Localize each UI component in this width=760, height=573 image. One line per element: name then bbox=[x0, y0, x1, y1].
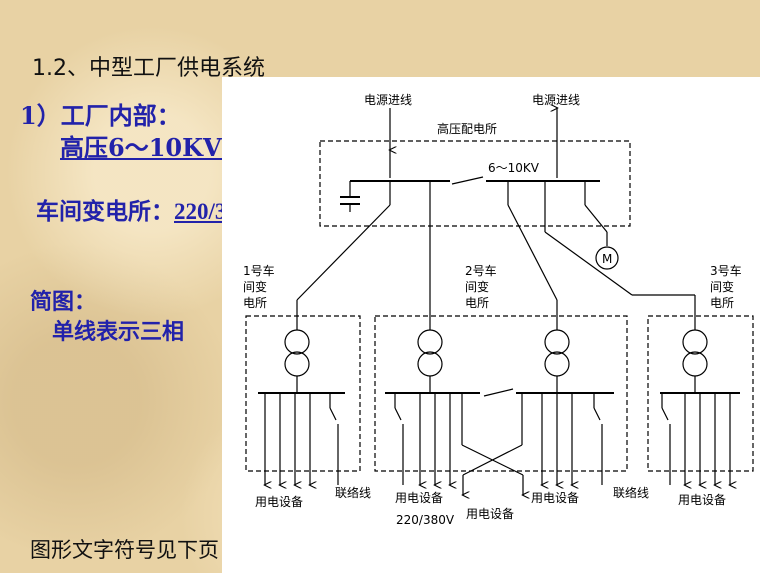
outgoing-feeders-2 bbox=[394, 393, 603, 495]
diagram-svg: 电源进线 电源进线 高压配电所 6～10KV M 1号车 间变 电所 2号车 间… bbox=[243, 93, 754, 527]
transformer-2b bbox=[544, 329, 570, 377]
equipment-label-2b: 用电设备 bbox=[466, 507, 514, 521]
hv-bus-coupler bbox=[451, 176, 484, 185]
substation-1-label-3: 电所 bbox=[243, 296, 267, 310]
slide-title: 1.2、中型工厂供电系统 bbox=[32, 56, 265, 81]
hv-substation-label: 高压配电所 bbox=[437, 121, 497, 136]
section-heading: 1）工厂内部： bbox=[20, 101, 181, 130]
motor-circle bbox=[595, 246, 619, 270]
equipment-label-3: 用电设备 bbox=[678, 493, 726, 507]
source-label-left: 电源进线 bbox=[364, 93, 412, 107]
motor-label: M bbox=[602, 252, 612, 266]
substation-2-box bbox=[374, 315, 628, 472]
brief-diagram-label: 简图： bbox=[30, 289, 97, 315]
bus-voltage-label: 6～10KV bbox=[488, 161, 540, 175]
source-label-right: 电源进线 bbox=[532, 93, 580, 107]
footer-note: 图形文字符号见下页 bbox=[30, 538, 219, 562]
equipment-label-2a: 用电设备 bbox=[395, 491, 443, 505]
transformer-2a bbox=[417, 329, 443, 377]
transformer-1 bbox=[284, 329, 310, 377]
power-system-diagram: 电源进线 电源进线 高压配电所 6～10KV M 1号车 间变 电所 2号车 间… bbox=[222, 77, 760, 573]
tie-line-label-left: 联络线 bbox=[335, 485, 371, 500]
substation-label: 车间变电所： bbox=[36, 198, 174, 225]
outgoing-feeders-3 bbox=[661, 393, 730, 485]
substation-2-label-3: 电所 bbox=[465, 296, 489, 310]
low-voltage-label: 220/380V bbox=[396, 513, 455, 527]
substation-1-label-1: 1号车 bbox=[243, 263, 275, 278]
hv-substation-box bbox=[319, 140, 631, 227]
substation-1-label-2: 间变 bbox=[243, 279, 267, 294]
equipment-label-2c: 用电设备 bbox=[531, 491, 579, 505]
substation-3-label-3: 电所 bbox=[710, 296, 734, 310]
transformer-3 bbox=[682, 329, 708, 377]
equipment-label-1: 用电设备 bbox=[255, 495, 303, 509]
substation-2-label-2: 间变 bbox=[465, 279, 489, 294]
substation-3-label-2: 间变 bbox=[710, 279, 734, 294]
single-line-note: 单线表示三相 bbox=[52, 319, 185, 345]
tie-line-label-right: 联络线 bbox=[613, 485, 649, 500]
substation-1-box bbox=[245, 315, 361, 472]
substation-3-label-1: 3号车 bbox=[710, 263, 742, 278]
substation-2-label-1: 2号车 bbox=[465, 263, 497, 278]
lv-bus-2-coupler bbox=[483, 388, 514, 397]
outgoing-feeders-1 bbox=[265, 393, 339, 485]
